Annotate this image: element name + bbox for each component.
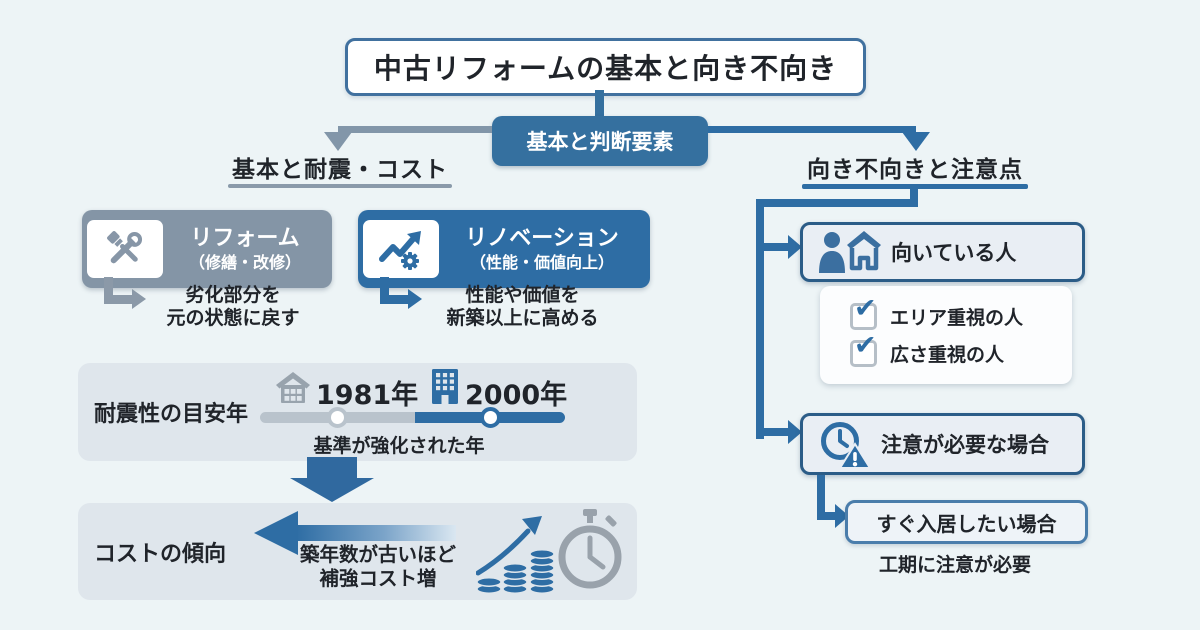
timeline-dot-1981 (327, 407, 348, 428)
reform-box: リフォーム （修繕・改修） (82, 210, 332, 288)
renovation-label: リノベーション (465, 226, 619, 252)
suited-box-label: 向いている人 (891, 241, 1017, 265)
urgent-note: 工期に注意が必要 (830, 550, 1080, 577)
timeline-dot-2000 (480, 407, 501, 428)
cost-panel: コストの傾向 築年数が古いほど 補強コスト増 (78, 503, 637, 600)
reform-icon-panel (87, 220, 163, 278)
urgent-box: すぐ入居したい場合 (845, 500, 1088, 544)
connector-branch-caution (764, 428, 790, 436)
house-icon (276, 372, 310, 403)
arrow-right-caution-icon (788, 420, 802, 444)
cost-panel-label-text: コストの傾向 (94, 541, 227, 567)
year-1981-text: 1981年 (316, 380, 419, 411)
heading-left-text: 基本と耐震・コスト (232, 157, 448, 183)
connector-title-stem (595, 90, 604, 118)
checkbox-checked-icon: ✔ (850, 293, 877, 330)
caution-elbow-h (817, 512, 837, 520)
timeline-caption: 基準が強化された年 (294, 431, 504, 458)
renovation-desc: 性能や価値を 新築以上に高める (425, 284, 620, 330)
check-mark-icon: ✔ (854, 330, 877, 361)
stopwatch-icon (558, 509, 622, 589)
timeline-caption-text: 基準が強化された年 (313, 435, 485, 457)
connector-right-horizontal (756, 199, 918, 207)
renovation-box: リノベーション （性能・価値向上） (358, 210, 650, 288)
reform-elbow-v (104, 277, 113, 304)
year-1981: 1981年 (316, 373, 418, 412)
year-2000: 2000年 (465, 373, 567, 412)
reform-label: リフォーム (190, 226, 300, 252)
cost-desc: 築年数が古いほど 補強コスト増 (288, 543, 468, 591)
arrow-down-right-icon (902, 132, 930, 151)
checklist-item-label: 広さ重視の人 (890, 344, 1005, 366)
hub-label: 基本と判断要素 (492, 116, 708, 166)
page-title: 中古リフォームの基本と向き不向き (345, 38, 866, 96)
arrow-right-reform-icon (132, 289, 146, 309)
urgent-note-text: 工期に注意が必要 (878, 554, 1031, 576)
hub-label-text: 基本と判断要素 (526, 130, 674, 154)
arrow-down-left-icon (324, 132, 352, 151)
caution-box: 注意が必要な場合 (800, 413, 1085, 475)
heading-right-underline (802, 184, 1028, 189)
cost-desc-line2: 補強コスト増 (319, 566, 437, 590)
caution-box-label: 注意が必要な場合 (881, 433, 1049, 457)
reform-elbow-h (104, 295, 134, 304)
big-down-arrow-icon (290, 457, 374, 502)
connector-branch-suited (764, 243, 790, 251)
heading-suitability-cautions: 向き不向きと注意点 (791, 150, 1039, 184)
check-mark-icon: ✔ (854, 293, 877, 324)
connector-right-vertical (756, 199, 764, 439)
seismic-panel-label-text: 耐震性の目安年 (94, 402, 249, 427)
page-title-text: 中古リフォームの基本と向き不向き (373, 52, 838, 85)
heading-left-underline (228, 184, 452, 188)
connector-right-stub (910, 187, 918, 207)
building-icon (432, 369, 458, 404)
year-2000-text: 2000年 (465, 380, 568, 411)
renovation-sub-label: （性能・価値向上） (469, 252, 614, 272)
checklist-item-label: エリア重視の人 (890, 307, 1024, 329)
arrow-right-renovation-icon (408, 289, 422, 309)
urgent-box-label: すぐ入居したい場合 (876, 511, 1057, 536)
clock-warning-icon (821, 422, 871, 468)
reform-desc-line2: 元の状態に戻す (166, 307, 300, 330)
cost-desc-line1: 築年数が古いほど (299, 543, 456, 566)
arrow-right-suited-icon (788, 235, 802, 259)
connector-left-branch (338, 126, 492, 133)
cost-panel-label: コストの傾向 (94, 503, 262, 600)
person-house-icon (819, 231, 881, 273)
renovation-desc-line2: 新築以上に高める (446, 307, 599, 330)
reform-desc-line1: 劣化部分を (185, 284, 281, 306)
suited-checklist-card: ✔ エリア重視の人 ✔ 広さ重視の人 (820, 286, 1072, 384)
renovation-elbow-v (380, 277, 389, 304)
connector-right-branch (708, 126, 916, 133)
reform-label-block: リフォーム （修繕・改修） (163, 226, 327, 272)
heading-right-text: 向き不向きと注意点 (807, 157, 1023, 183)
seismic-panel-label: 耐震性の目安年 (94, 363, 274, 461)
caution-elbow-v (817, 475, 825, 520)
renovation-label-block: リノベーション （性能・価値向上） (439, 226, 645, 272)
suited-box: 向いている人 (800, 222, 1085, 282)
coins-rising-icon (476, 516, 555, 594)
checklist-item: ✔ 広さ重視の人 (850, 330, 1072, 367)
reform-desc: 劣化部分を 元の状態に戻す (148, 284, 318, 330)
checkbox-checked-icon: ✔ (850, 330, 877, 367)
seismic-panel: 耐震性の目安年 1981年 2000年 (78, 363, 637, 461)
reform-sub-label: （修繕・改修） (188, 252, 301, 272)
renovation-desc-line1: 性能や価値を (465, 284, 580, 306)
renovation-icon-panel (363, 220, 439, 278)
fading-left-arrow-icon (254, 511, 456, 555)
checklist-item: ✔ エリア重視の人 (850, 293, 1072, 330)
renovation-elbow-h (380, 295, 410, 304)
trend-gear-icon (379, 231, 421, 270)
heading-basics-seismic-cost: 基本と耐震・コスト (215, 150, 465, 184)
brush-wrench-icon (107, 231, 143, 264)
